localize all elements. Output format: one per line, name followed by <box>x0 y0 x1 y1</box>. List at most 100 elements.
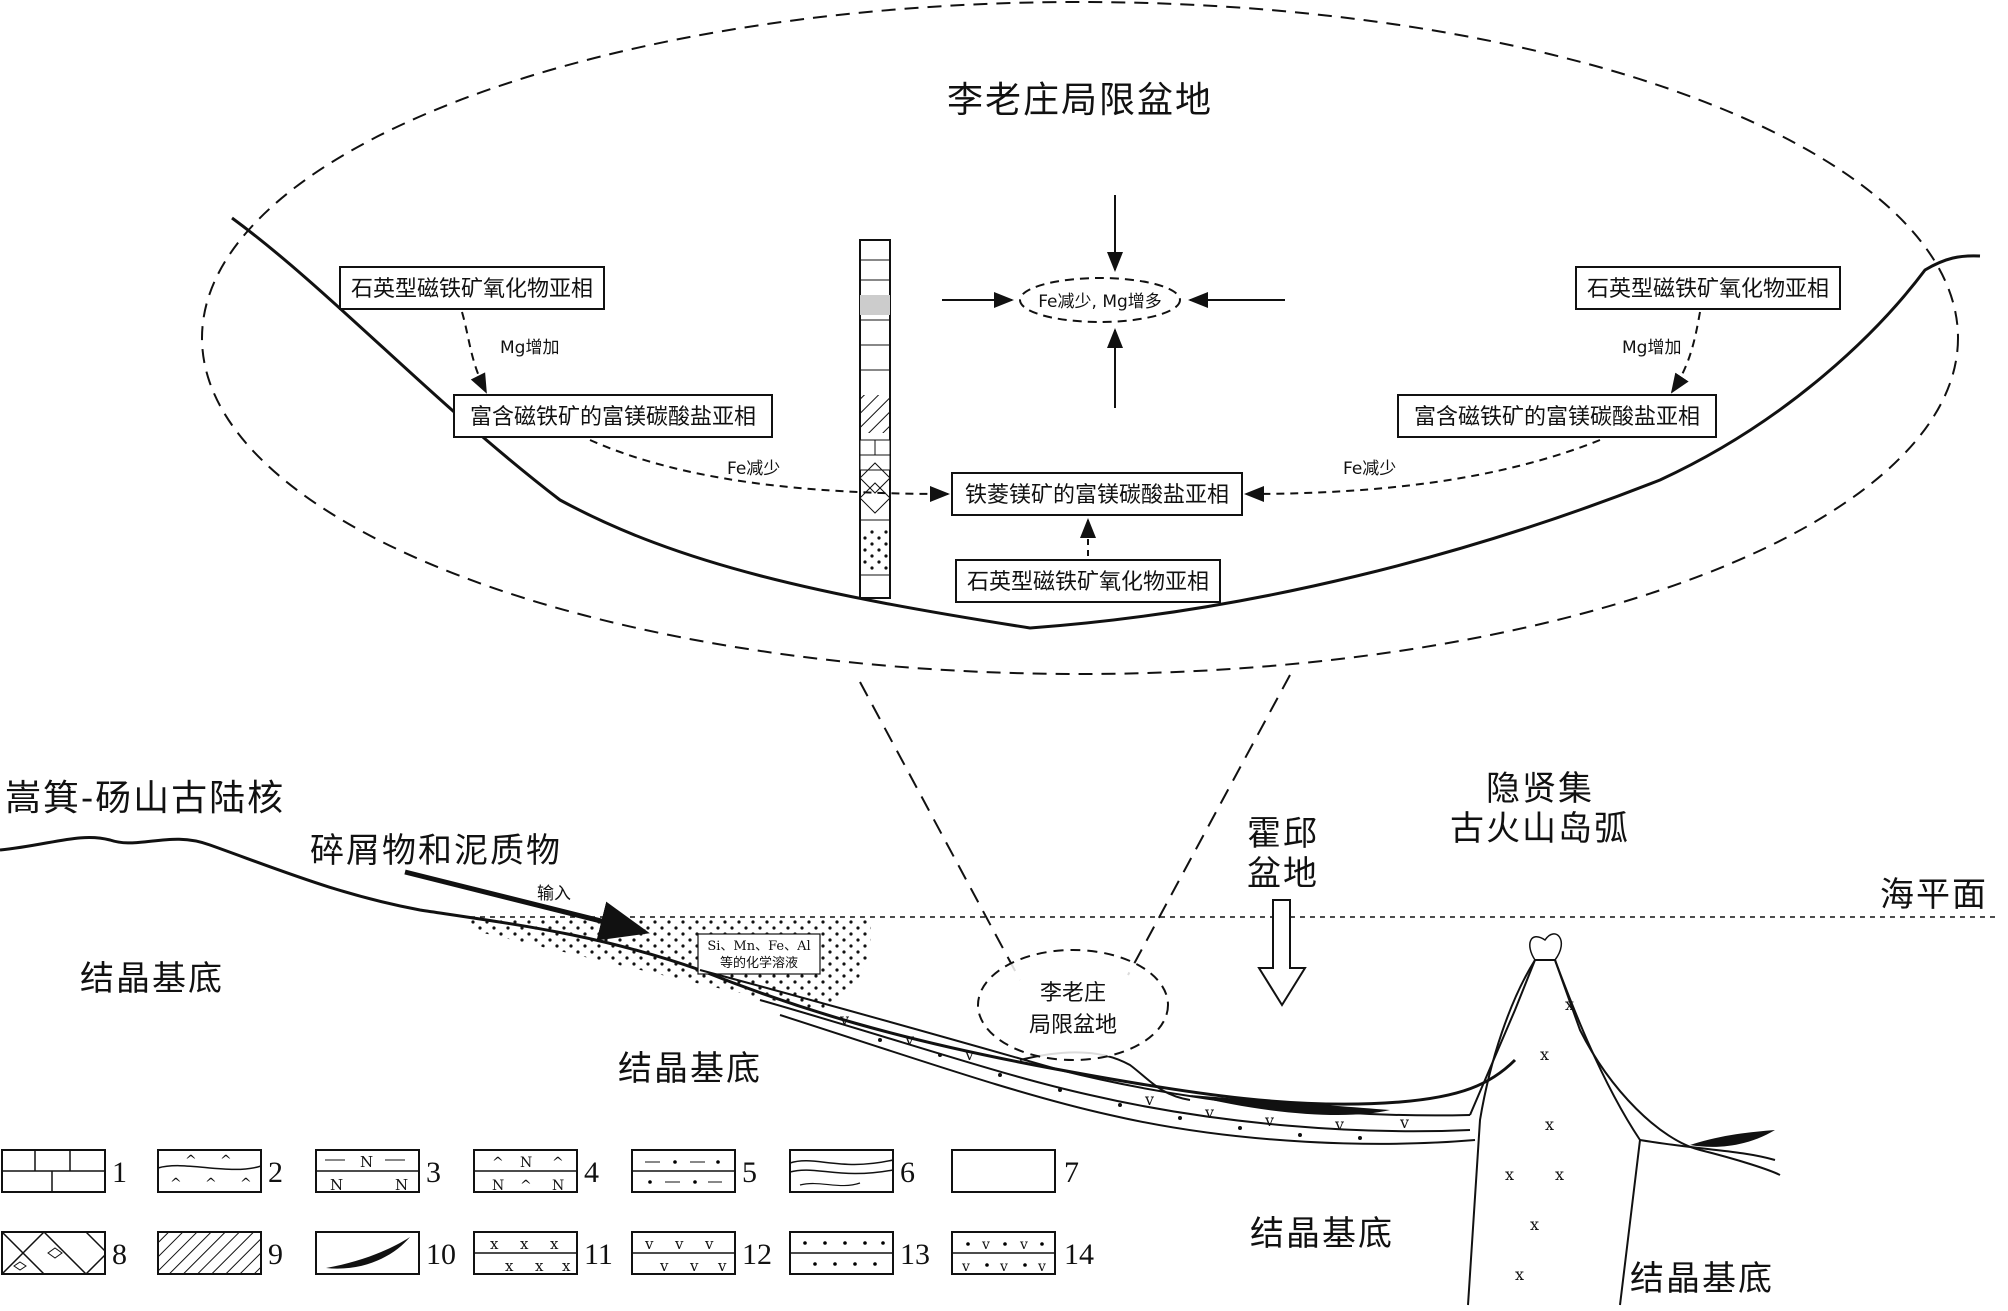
legend-item-8: 8 <box>1 1231 127 1275</box>
box-bottom: 石英型磁铁矿氧化物亚相 <box>955 559 1221 603</box>
svg-text:v: v <box>689 1257 699 1275</box>
svg-text:v: v <box>999 1259 1008 1275</box>
label-mg-right: Mg增加 <box>1622 338 1681 358</box>
legend-item-13: 13 <box>789 1231 930 1275</box>
svg-text:^: ^ <box>240 1176 252 1192</box>
layer-2 <box>759 999 1471 1133</box>
fe-mg-ellipse <box>1019 277 1181 323</box>
svg-text:v: v <box>964 1045 974 1064</box>
svg-text:富含磁铁矿的富镁碳酸盐亚相: 富含磁铁矿的富镁碳酸盐亚相 <box>1414 405 1700 430</box>
volcano-flank <box>1469 959 1781 1176</box>
layer-3 <box>779 1014 1476 1145</box>
svg-text:v: v <box>659 1257 669 1275</box>
svg-text:14: 14 <box>1064 1238 1094 1271</box>
lilaozhuang-line2: 局限盆地 <box>1029 1013 1117 1038</box>
svg-text:v: v <box>904 1030 914 1049</box>
legend-item-5: 5 <box>631 1149 757 1193</box>
svg-text:v: v <box>961 1259 970 1275</box>
legend-item-9: 9 <box>157 1231 283 1275</box>
svg-text:铁菱镁矿的富镁碳酸盐亚相: 铁菱镁矿的富镁碳酸盐亚相 <box>965 483 1229 508</box>
svg-text:4: 4 <box>584 1156 599 1189</box>
svg-text:石英型磁铁矿氧化物亚相: 石英型磁铁矿氧化物亚相 <box>351 277 593 302</box>
arrow-mg-right <box>1670 311 1701 394</box>
label-mg-left: Mg增加 <box>500 338 559 358</box>
huoqiu-line1: 霍邱 <box>1247 814 1319 854</box>
svg-text:石英型磁铁矿氧化物亚相: 石英型磁铁矿氧化物亚相 <box>1587 277 1829 302</box>
svg-text:v: v <box>1037 1259 1046 1275</box>
input-label: 输入 <box>537 884 571 904</box>
svg-text:富含磁铁矿的富镁碳酸盐亚相: 富含磁铁矿的富镁碳酸盐亚相 <box>470 405 756 430</box>
svg-text:^: ^ <box>205 1176 217 1192</box>
svg-text:v: v <box>1019 1237 1028 1253</box>
arc-layer <box>1639 1139 1776 1161</box>
solution-line2: 等的化学溶液 <box>720 955 798 971</box>
svg-text:N: N <box>552 1178 564 1194</box>
svg-text:x: x <box>550 1235 559 1253</box>
svg-text:^: ^ <box>552 1155 564 1171</box>
svg-text:N: N <box>492 1178 504 1194</box>
huoqiu-arrow <box>1257 899 1307 1007</box>
svg-text:7: 7 <box>1064 1156 1079 1189</box>
huoqiu-line2: 盆地 <box>1247 854 1319 894</box>
svg-text:x: x <box>490 1235 499 1253</box>
svg-text:x: x <box>1565 995 1574 1014</box>
legend-item-10: 10 <box>315 1231 456 1275</box>
svg-text:N: N <box>395 1176 408 1194</box>
svg-text:1: 1 <box>112 1156 127 1189</box>
svg-text:N: N <box>520 1155 532 1171</box>
sea-level-label: 海平面 <box>1880 875 1988 915</box>
basement-label-2: 结晶基底 <box>618 1049 762 1089</box>
basement-label-4: 结晶基底 <box>1630 1259 1774 1299</box>
legend-item-1: 1 <box>1 1149 127 1193</box>
box-right-mid: 富含磁铁矿的富镁碳酸盐亚相 <box>1397 394 1717 438</box>
detritus-label: 碎屑物和泥质物 <box>310 831 562 871</box>
arc-line2: 古火山岛弧 <box>1450 809 1630 849</box>
svg-text:10: 10 <box>426 1238 456 1271</box>
box-left-top: 石英型磁铁矿氧化物亚相 <box>339 266 605 310</box>
stratigraphic-column <box>859 239 891 599</box>
arc-line1: 隐贤集 <box>1486 769 1594 809</box>
svg-text:^: ^ <box>185 1153 197 1169</box>
svg-text:9: 9 <box>268 1238 283 1271</box>
svg-text:石英型磁铁矿氧化物亚相: 石英型磁铁矿氧化物亚相 <box>967 570 1209 595</box>
svg-text:x: x <box>1555 1165 1564 1184</box>
basin-floor <box>231 216 1981 630</box>
zoom-ellipse <box>201 1 1959 675</box>
svg-text:12: 12 <box>742 1238 772 1271</box>
continent-label: 嵩箕-砀山古陆核 <box>5 778 285 819</box>
svg-text:x: x <box>505 1257 514 1275</box>
svg-text:5: 5 <box>742 1156 757 1189</box>
svg-text:v: v <box>1144 1090 1154 1109</box>
svg-text:13: 13 <box>900 1238 930 1271</box>
solution-box <box>697 933 821 975</box>
box-left-mid: 富含磁铁矿的富镁碳酸盐亚相 <box>453 394 773 438</box>
solution-line1: Si、Mn、Fe、Al <box>707 939 810 954</box>
box-center: 铁菱镁矿的富镁碳酸盐亚相 <box>951 472 1243 516</box>
legend-item-7: 7 <box>951 1149 1079 1193</box>
legend-item-2: ^^ ^^^ 2 <box>157 1149 283 1193</box>
zoom-line-right <box>1127 674 1291 976</box>
volcano-vent <box>1529 933 1563 961</box>
svg-text:3: 3 <box>426 1156 441 1189</box>
svg-text:v: v <box>1399 1113 1409 1132</box>
svg-text:x: x <box>1505 1165 1514 1184</box>
label-fe-right: Fe减少 <box>1343 459 1396 479</box>
lilaozhuang-ellipse <box>977 949 1169 1061</box>
ore-lens-1 <box>1190 1095 1390 1115</box>
arrow-mg-left <box>461 311 487 394</box>
svg-text:v: v <box>1264 1111 1274 1130</box>
basin-title: 李老庄局限盆地 <box>947 80 1213 121</box>
svg-text:x: x <box>1540 1045 1549 1064</box>
svg-text:v: v <box>644 1235 654 1253</box>
zoom-line-left <box>859 681 1021 981</box>
legend-item-4: ^N^ N^N 4 <box>473 1149 599 1194</box>
svg-text:x: x <box>520 1235 529 1253</box>
fe-mg-label: Fe减少, Mg增多 <box>1038 292 1162 312</box>
arrow-fe-right <box>1244 439 1601 502</box>
